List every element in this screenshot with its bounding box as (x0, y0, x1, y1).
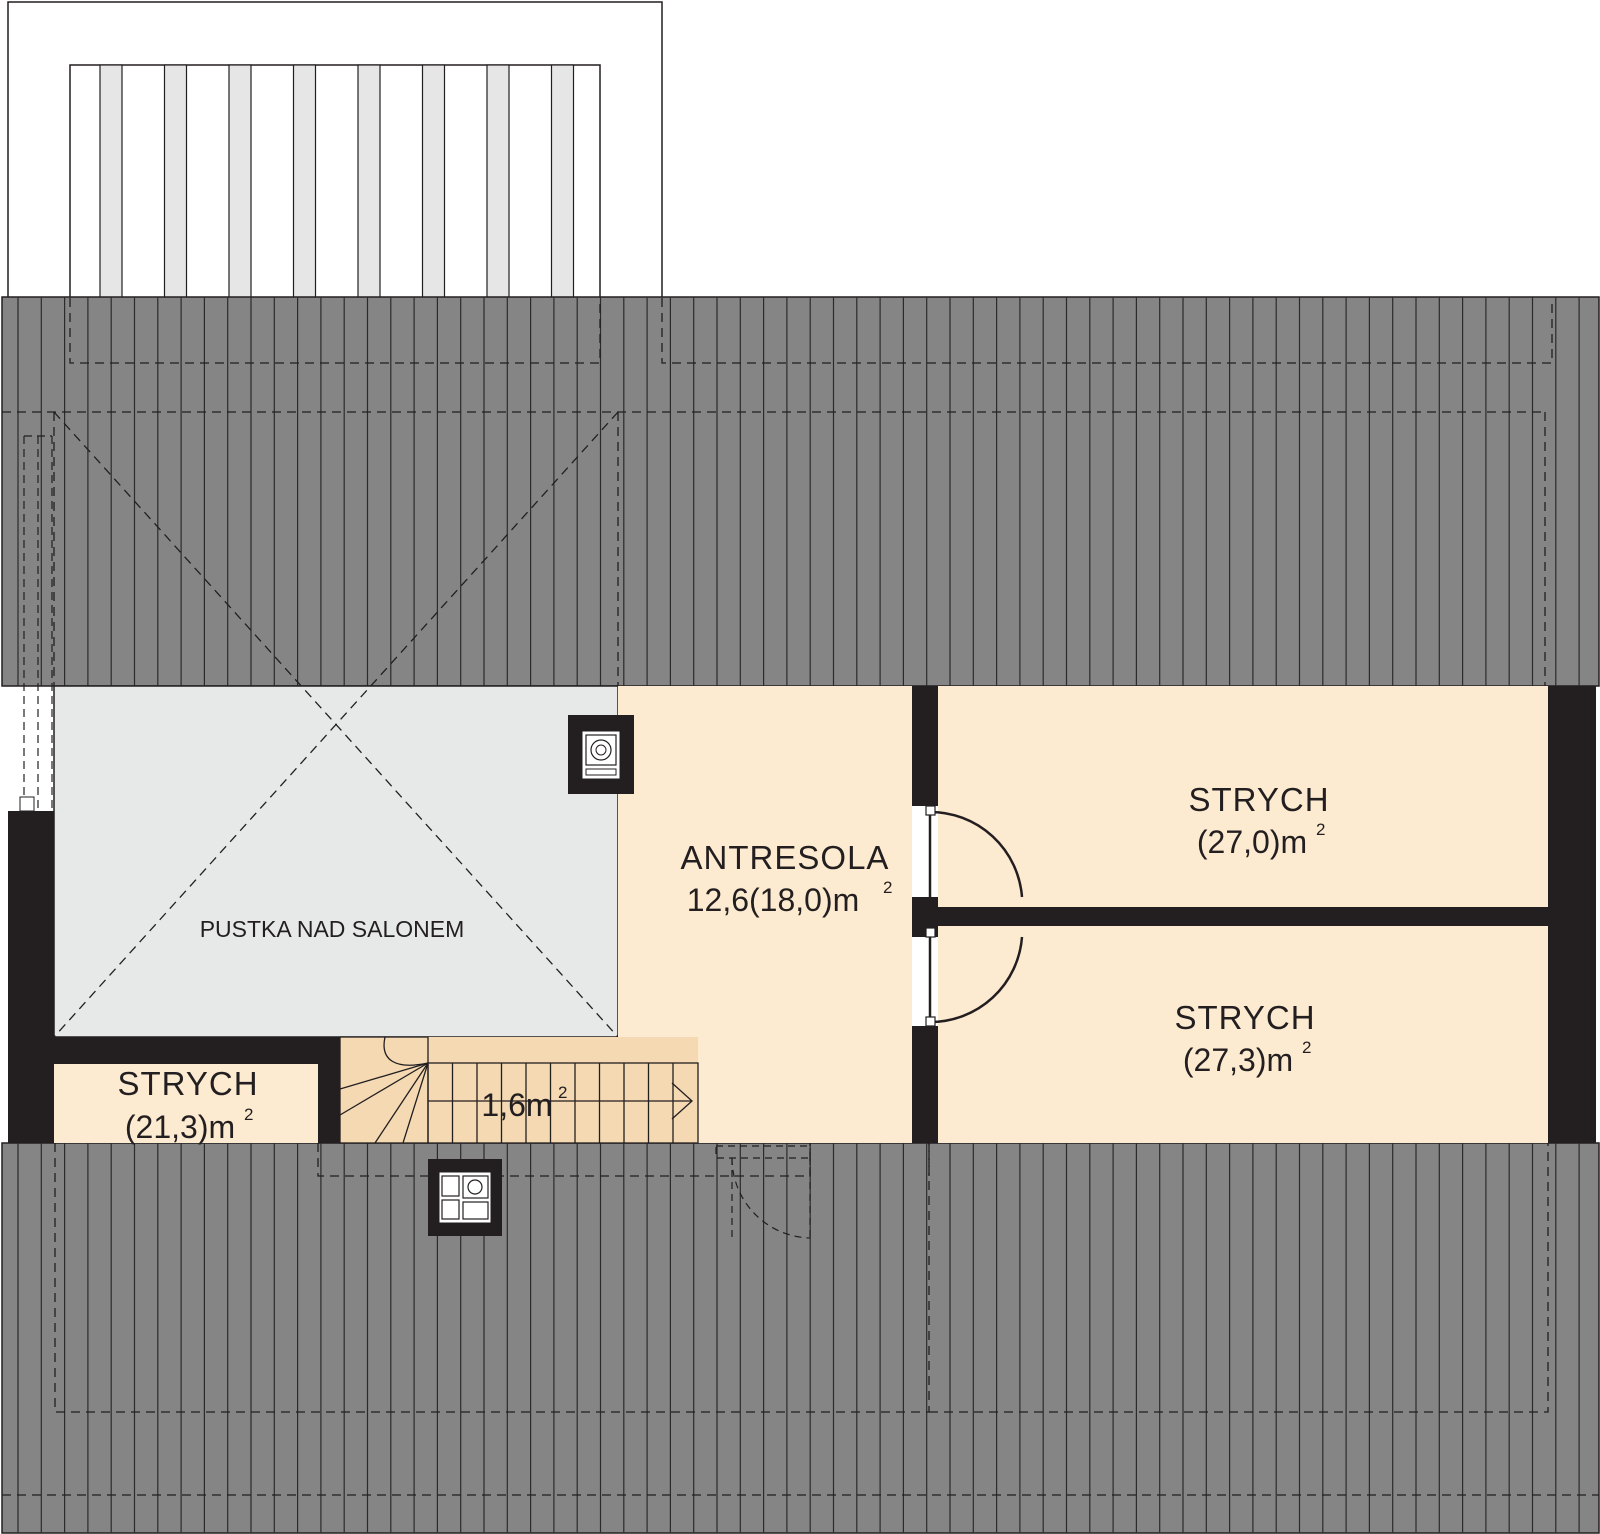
attic-room-left (54, 1063, 318, 1143)
left-eave-lines (23, 435, 53, 810)
stairs-area: 1,6m (481, 1087, 552, 1123)
attic-lower-name: STRYCH (1174, 999, 1315, 1036)
pergola-slats (99, 64, 575, 299)
door-hinges (925, 805, 936, 1027)
pergola-slat (486, 64, 510, 299)
roof-lower (1, 1142, 1600, 1534)
pergola-slat (292, 64, 317, 299)
hidden-lines (2, 298, 1599, 1496)
attic-upper-area-sup: 2 (1316, 820, 1325, 839)
staircase-icon (339, 1036, 699, 1144)
attic-room-upper (938, 686, 1548, 907)
pergola-slat (550, 64, 575, 299)
attic-left-area-sup: 2 (244, 1105, 253, 1124)
door-swing-icon (928, 810, 1024, 1024)
attic-room-lower (938, 926, 1548, 1143)
void-area (53, 411, 619, 1038)
mezzanine-area-sup: 2 (883, 878, 892, 897)
walls (8, 686, 1596, 1143)
attic-upper-name: STRYCH (1188, 781, 1329, 818)
ventilation-chimney-icon (428, 1159, 502, 1236)
void-label: PUSTKA NAD SALONEM (200, 916, 465, 942)
pergola-slat (357, 64, 381, 299)
pergola-slat (228, 64, 252, 299)
roof-hatch (715, 1145, 811, 1239)
pergola-slat (421, 64, 446, 299)
attic-lower-area: (27,3)m (1183, 1042, 1293, 1078)
attic-lower-area-sup: 2 (1302, 1038, 1311, 1057)
pergola-slat (99, 64, 123, 299)
chimney-icon (568, 715, 634, 794)
roof-upper (1, 296, 1600, 687)
attic-left-name: STRYCH (117, 1065, 258, 1102)
mezzanine-area: 12,6(18,0)m (687, 882, 860, 918)
attic-left-area: (21,3)m (125, 1109, 235, 1145)
attic-upper-area: (27,0)m (1197, 824, 1307, 860)
pergola-slat (163, 64, 188, 299)
stairs-area-sup: 2 (558, 1083, 567, 1102)
mezzanine-name: ANTRESOLA (681, 839, 890, 876)
pergola (7, 1, 663, 299)
